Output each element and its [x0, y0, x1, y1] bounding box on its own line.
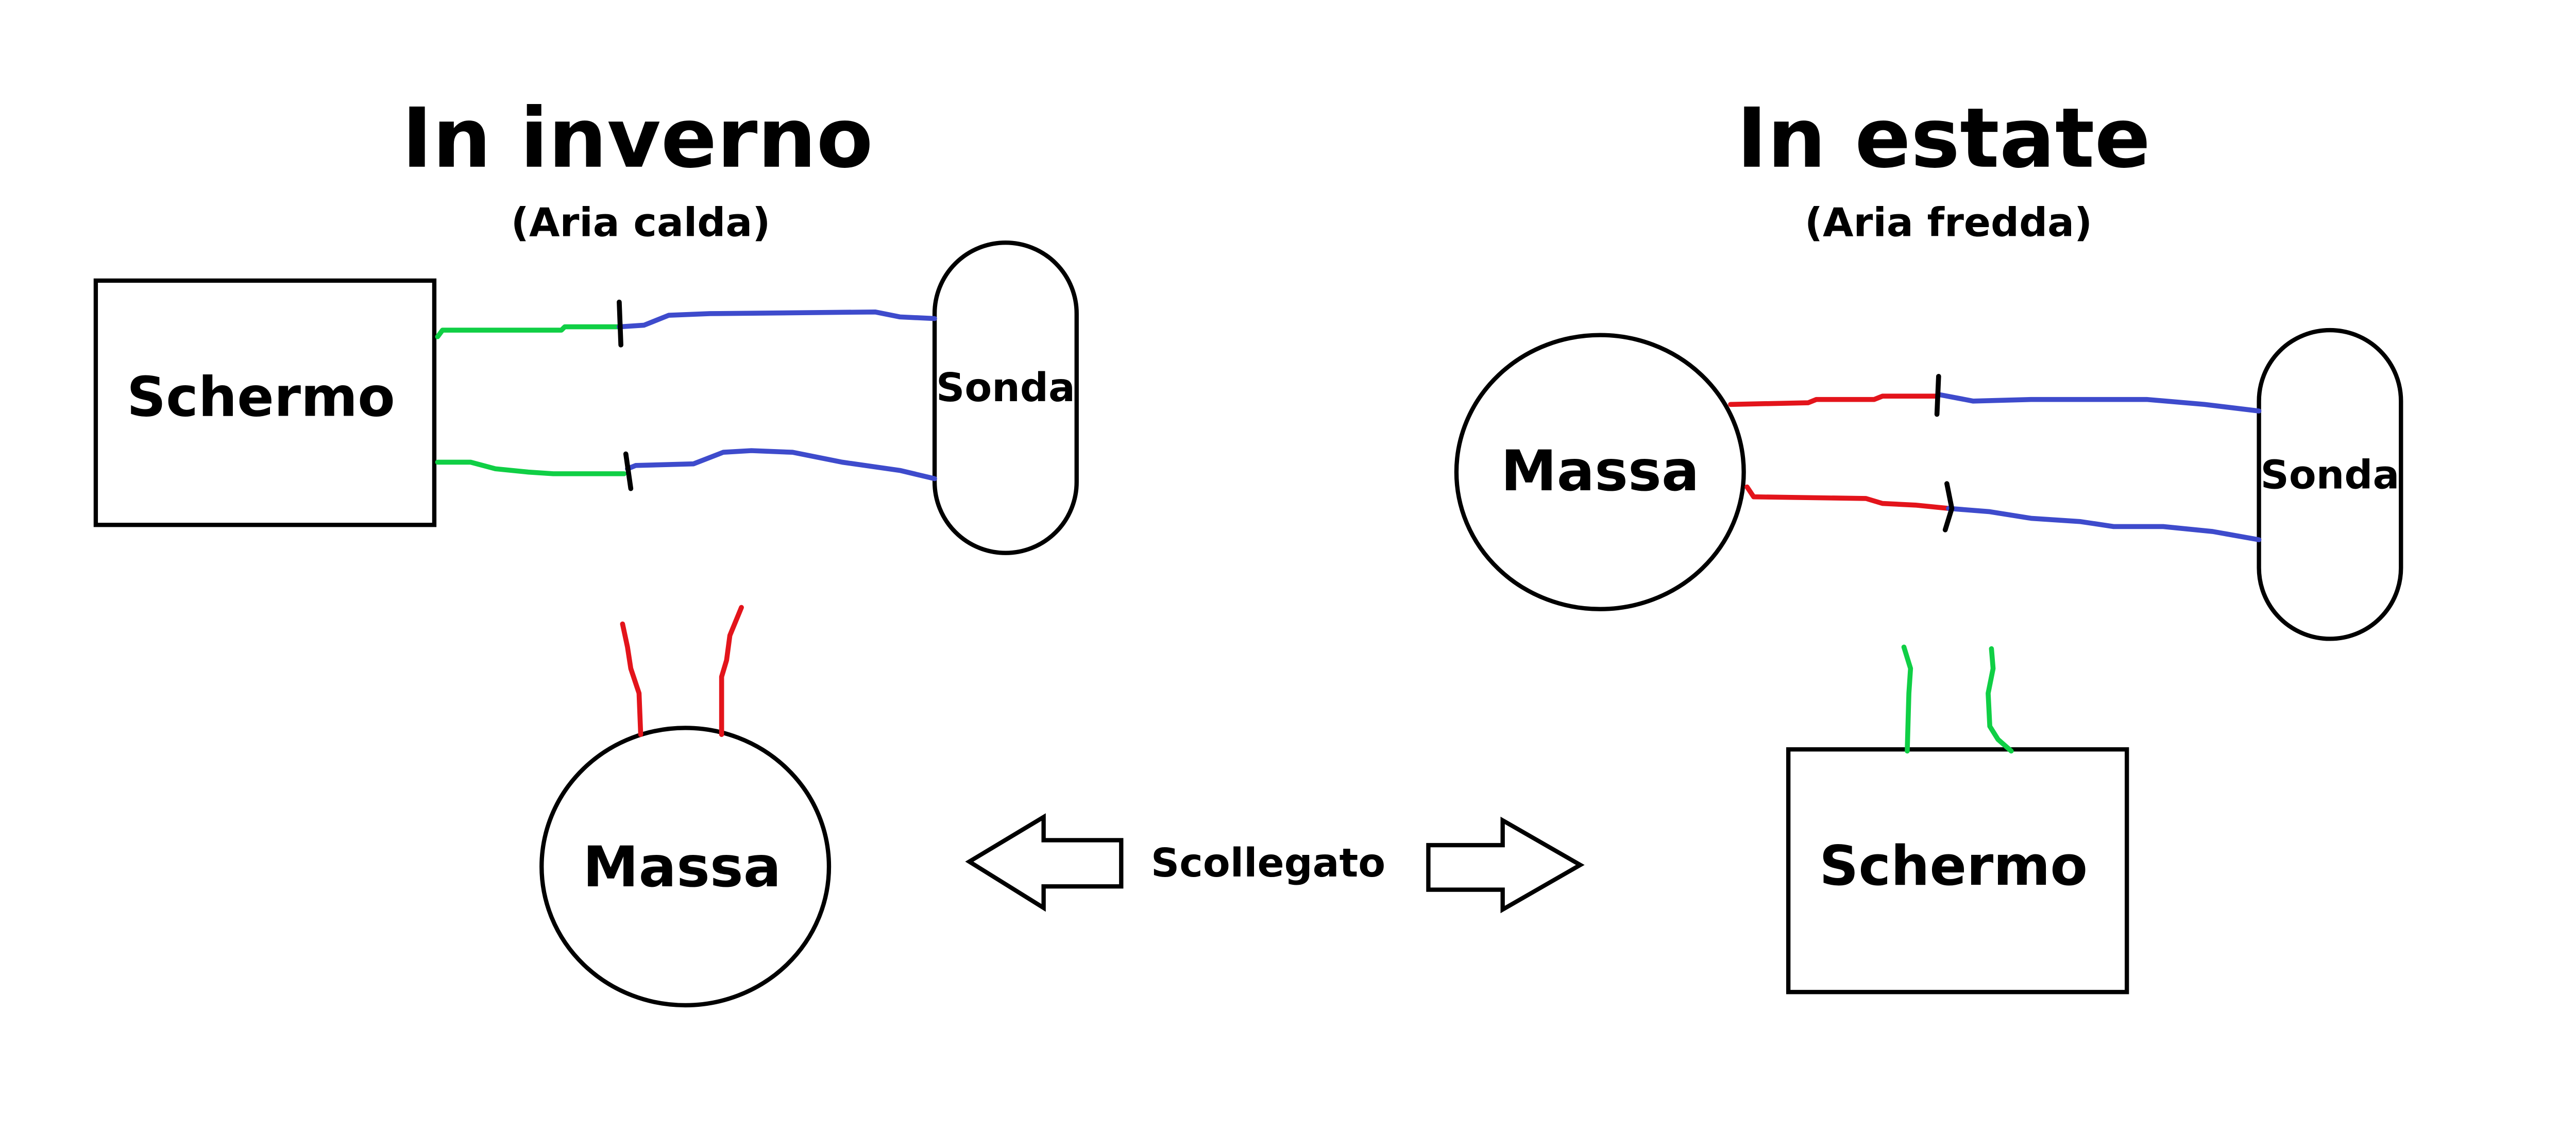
summer-section: In estate (Aria fredda) Massa Sonda Sche… [1454, 90, 2403, 994]
winter-green-wire-bottom [435, 459, 627, 476]
summer-green-wire-right [1986, 646, 2014, 754]
summer-red-wire-top [1728, 393, 1940, 407]
summer-green-wire-left [1901, 644, 1913, 754]
winter-screen-box [93, 278, 437, 527]
summer-subtitle: (Aria fredda) [1805, 200, 2092, 246]
summer-blue-wire-bottom [1946, 506, 2262, 542]
summer-probe-pill [2257, 328, 2403, 641]
disconnected-label: Scollegato [1151, 840, 1385, 886]
disconnected-indicator: Scollegato [965, 813, 1585, 914]
winter-junction-bottom [623, 451, 634, 491]
winter-mass-label: Massa [583, 834, 781, 900]
summer-probe-label: Sonda [2260, 453, 2399, 499]
winter-red-wire-right [719, 605, 744, 737]
winter-section: In inverno (Aria calda) Schermo Sonda Ma… [93, 90, 1079, 1008]
winter-screen-label: Schermo [127, 366, 395, 429]
summer-mass-label: Massa [1501, 438, 1699, 504]
winter-green-wire-top [435, 324, 622, 339]
winter-junction-top [617, 299, 623, 348]
winter-mass-circle [539, 726, 832, 1008]
winter-probe-label: Sonda [936, 365, 1075, 411]
winter-subtitle: (Aria calda) [511, 200, 771, 246]
summer-blue-wire-top [1936, 392, 2262, 414]
summer-junction-top [1934, 373, 1941, 417]
summer-title: In estate [1737, 90, 2151, 186]
winter-blue-wire-top [617, 309, 937, 330]
winter-blue-wire-bottom [625, 448, 937, 482]
summer-screen-box [1786, 747, 2129, 994]
winter-red-wire-left [620, 621, 643, 737]
left-arrow-icon [965, 813, 1124, 912]
right-arrow-icon [1426, 816, 1585, 914]
summer-mass-circle [1454, 333, 1746, 611]
summer-screen-label: Schermo [1819, 834, 2088, 898]
summer-red-wire-bottom [1744, 484, 1951, 511]
summer-junction-bottom [1942, 481, 1955, 533]
winter-probe-pill [932, 240, 1079, 555]
winter-title: In inverno [402, 90, 873, 186]
